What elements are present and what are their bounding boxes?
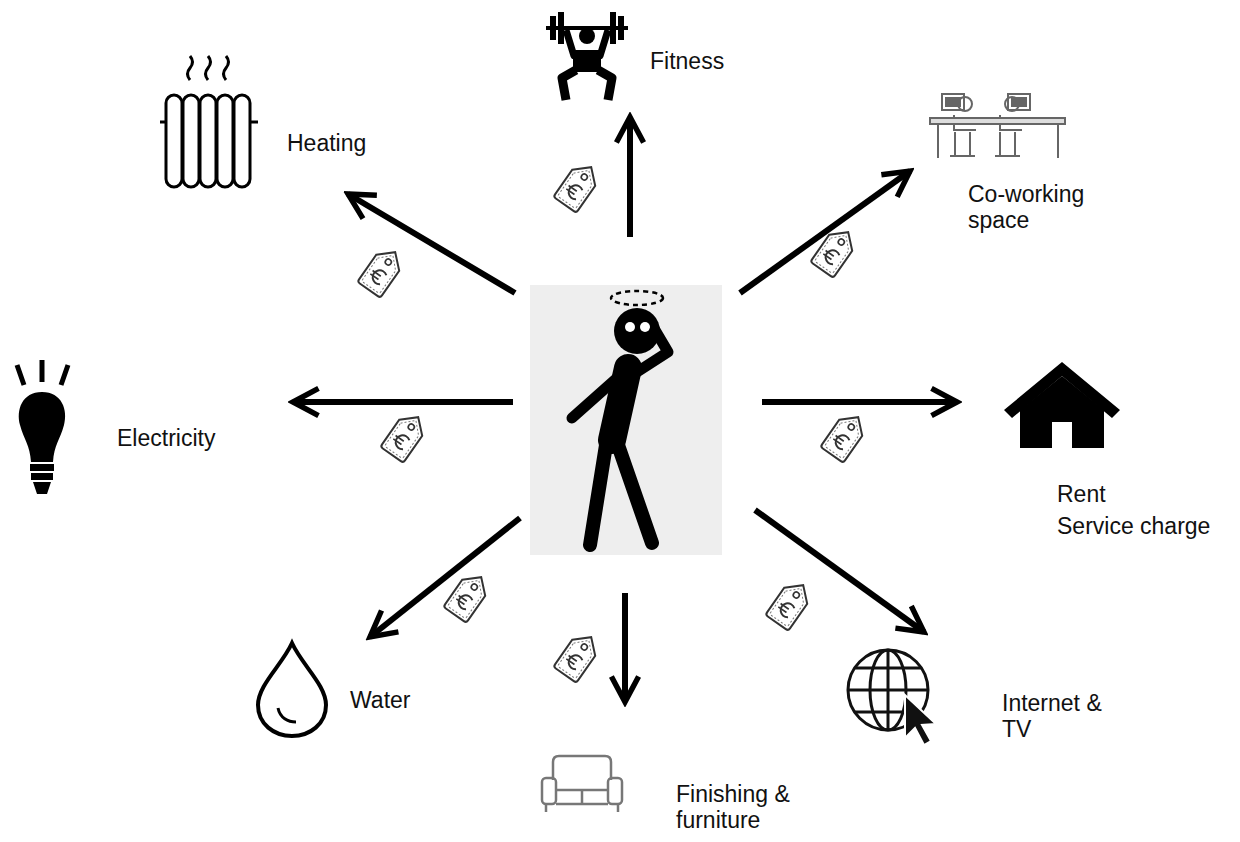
item-label: Water xyxy=(350,687,411,713)
item-label: Co-working space xyxy=(968,181,1118,234)
water-drop-icon xyxy=(258,643,326,736)
coworking-icon xyxy=(930,94,1065,158)
sofa-icon xyxy=(542,756,622,812)
item-label: Finishing & furniture xyxy=(676,781,826,834)
item-label: Electricity xyxy=(117,425,215,451)
fitness-icon xyxy=(546,12,628,100)
arrows xyxy=(293,117,957,702)
item-label: Heating xyxy=(287,130,366,156)
radiator-icon xyxy=(160,56,258,187)
globe-icon xyxy=(848,650,936,745)
item-label: Fitness xyxy=(650,48,724,74)
price-tags xyxy=(357,159,869,683)
item-label: Internet & TV xyxy=(1002,690,1127,743)
confused-person xyxy=(530,285,722,555)
item-label: Service charge xyxy=(1057,513,1210,539)
house-icon xyxy=(1004,362,1120,448)
item-label: Rent xyxy=(1057,481,1106,507)
bulb-icon xyxy=(17,360,68,494)
